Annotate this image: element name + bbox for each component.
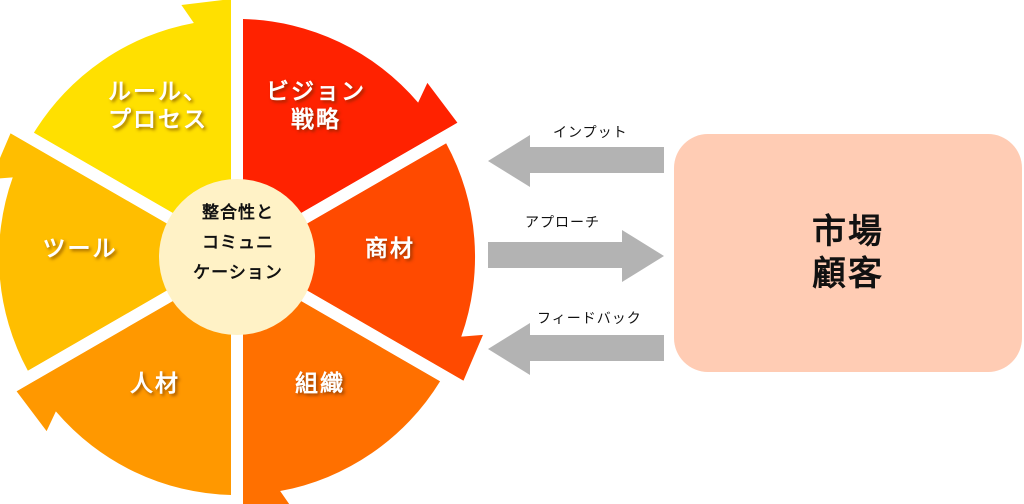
- flow-label-approach: アプローチ: [525, 215, 600, 231]
- center-line-1: 整合性と: [202, 203, 274, 223]
- segment-tools: [0, 133, 221, 371]
- segment-label-products: 商材: [365, 236, 415, 262]
- center-line-2: コミュニ: [202, 233, 274, 253]
- market-customer-box: 市場 顧客: [674, 134, 1022, 372]
- market-customer-label: 市場 顧客: [812, 212, 884, 294]
- flow-label-feedback: フィードバック: [537, 311, 642, 327]
- segment-products: [253, 143, 483, 381]
- segment-label-rules: ルール、 プロセス: [108, 79, 208, 133]
- center-label: 整合性と コミュニ ケーション: [163, 198, 313, 288]
- arrow-left-icon: [488, 135, 664, 187]
- arrow-left-icon: [488, 323, 664, 375]
- center-line-3: ケーション: [193, 263, 283, 283]
- segment-label-vision: ビジョン 戦略: [266, 79, 366, 133]
- segment-vision: [243, 19, 458, 244]
- segment-rules: [33, 0, 231, 244]
- flow-label-input: インプット: [553, 125, 628, 141]
- cycle-wheel: [0, 0, 483, 504]
- center-circle: [159, 179, 315, 335]
- arrow-right-icon: [488, 230, 664, 282]
- segment-people: [16, 270, 231, 495]
- segment-label-tools: ツール: [42, 236, 118, 262]
- segment-organization: [243, 270, 441, 504]
- segment-label-people: 人材: [130, 371, 180, 397]
- segment-label-organization: 組織: [295, 371, 345, 397]
